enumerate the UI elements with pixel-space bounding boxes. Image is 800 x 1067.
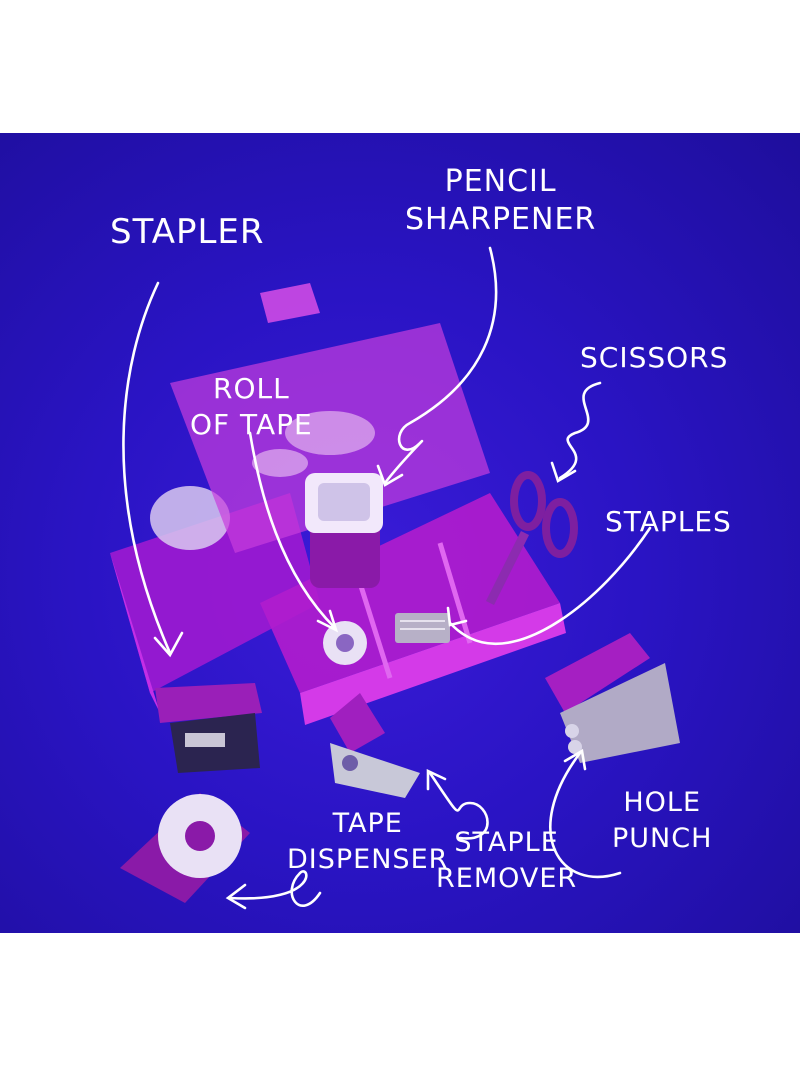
label-roll-of-tape-line2: OF TAPE [190,408,313,441]
arrow-staples-head [446,606,468,627]
arrow-staple-remover [428,771,489,840]
arrow-sharpener [383,246,498,485]
arrow-hole-punch [549,751,622,879]
label-pencil-sharpener-line2: SHARPENER [405,202,597,237]
label-staple-remover: STAPLE REMOVER [436,825,577,897]
label-hole-punch-line2: PUNCH [612,823,713,854]
label-pencil-sharpener-line1: PENCIL [444,164,557,199]
label-tape-dispenser: TAPE DISPENSER [287,806,448,878]
label-stapler-text: STAPLER [110,212,265,252]
arrow-staple-remover-head [426,768,447,791]
label-roll-of-tape: ROLL OF TAPE [190,371,313,443]
label-tape-dispenser-line1: TAPE [332,808,403,839]
pencil-sharpener [305,473,383,588]
label-tape-dispenser-line2: DISPENSER [287,844,449,875]
tape-roll [323,621,367,665]
label-pencil-sharpener: PENCIL SHARPENER [405,163,596,239]
arrow-tape-roll [248,431,337,630]
arrow-stapler-head [153,631,184,658]
arrow-stapler [122,281,172,655]
arrow-tape-dispenser-head [225,883,247,910]
stapler [155,683,262,773]
product-photo: STAPLER PENCIL SHARPENER ROLL OF TAPE SC… [0,133,800,933]
tape-dispenser [120,793,250,903]
back-case [110,486,320,713]
label-scissors-text: SCISSORS [580,341,729,374]
label-staples-text: STAPLES [605,505,732,538]
label-roll-of-tape-line1: ROLL [213,372,290,405]
arrow-tape-dispenser [228,870,322,907]
arrow-tape-roll-head [316,609,339,633]
arrow-hole-punch-head [563,748,587,771]
open-lid [170,283,490,553]
label-scissors: SCISSORS [580,341,728,375]
label-hole-punch-line1: HOLE [623,787,702,818]
arrow-sharpener-head [376,464,404,487]
label-staples: STAPLES [605,505,732,539]
annotation-arrows [122,246,652,910]
label-staple-remover-line1: STAPLE [454,827,559,858]
arrow-staples [448,526,652,645]
label-stapler: STAPLER [110,215,265,249]
scissors [485,471,578,606]
staples-block [395,613,450,643]
arrow-scissors-head [550,461,577,483]
arrow-scissors [558,381,602,480]
label-hole-punch: HOLE PUNCH [612,785,712,857]
hole-punch [545,633,680,763]
staple-remover [330,693,420,798]
stationery-set-illustration [110,246,680,910]
label-staple-remover-line2: REMOVER [436,863,578,894]
